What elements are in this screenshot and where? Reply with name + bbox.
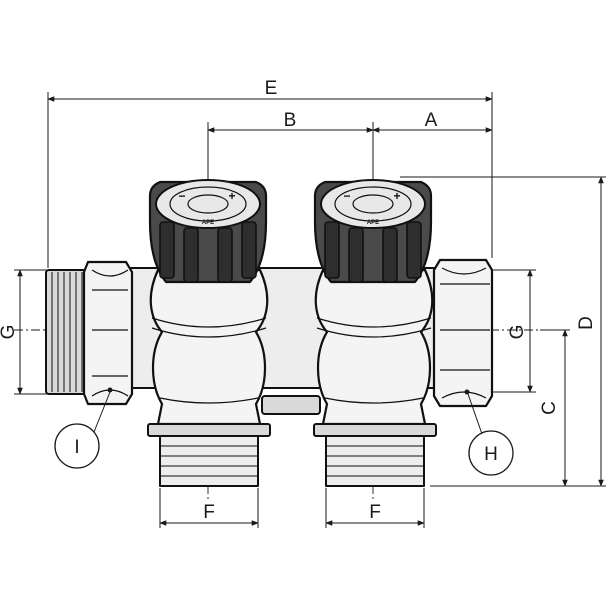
svg-text:−: − bbox=[178, 189, 185, 203]
left-hex-nut bbox=[82, 260, 134, 406]
left-handwheel: APE − + bbox=[148, 179, 268, 284]
right-valve-column bbox=[314, 268, 434, 426]
label-g-left: G bbox=[0, 325, 19, 340]
label-f-left: F bbox=[203, 502, 215, 523]
column-bridge bbox=[261, 395, 321, 415]
left-outlet-collar bbox=[147, 423, 271, 437]
callout-i-dot bbox=[107, 387, 113, 393]
svg-text:+: + bbox=[228, 189, 235, 203]
right-handwheel: APE − + bbox=[313, 179, 433, 284]
label-e: E bbox=[265, 78, 278, 99]
valve-body bbox=[45, 258, 494, 487]
right-hex-nut bbox=[432, 258, 494, 408]
label-d: D bbox=[576, 316, 597, 330]
svg-text:−: − bbox=[343, 189, 350, 203]
callout-h: H bbox=[464, 389, 514, 476]
label-a: A bbox=[425, 110, 438, 131]
label-f-right: F bbox=[369, 502, 381, 523]
label-c: C bbox=[539, 401, 560, 415]
label-b: B bbox=[284, 110, 297, 131]
left-valve-column bbox=[149, 268, 269, 426]
right-outlet-thread bbox=[325, 435, 425, 487]
callout-h-circle bbox=[468, 430, 514, 476]
label-g-right: G bbox=[507, 325, 528, 340]
left-outlet-thread bbox=[159, 435, 259, 487]
right-knob-marking: APE bbox=[367, 220, 379, 226]
left-knob-marking: APE bbox=[202, 220, 214, 226]
callout-h-label: H bbox=[484, 444, 498, 465]
dimension-labels: E B A D C G G F F bbox=[0, 78, 597, 523]
dimension-lines bbox=[17, 96, 604, 526]
callout-i: I bbox=[54, 387, 113, 469]
right-outlet-collar bbox=[313, 423, 437, 437]
callout-i-circle bbox=[54, 423, 100, 469]
callout-i-label: I bbox=[74, 437, 79, 458]
callout-h-dot bbox=[464, 389, 470, 395]
svg-text:+: + bbox=[393, 189, 400, 203]
